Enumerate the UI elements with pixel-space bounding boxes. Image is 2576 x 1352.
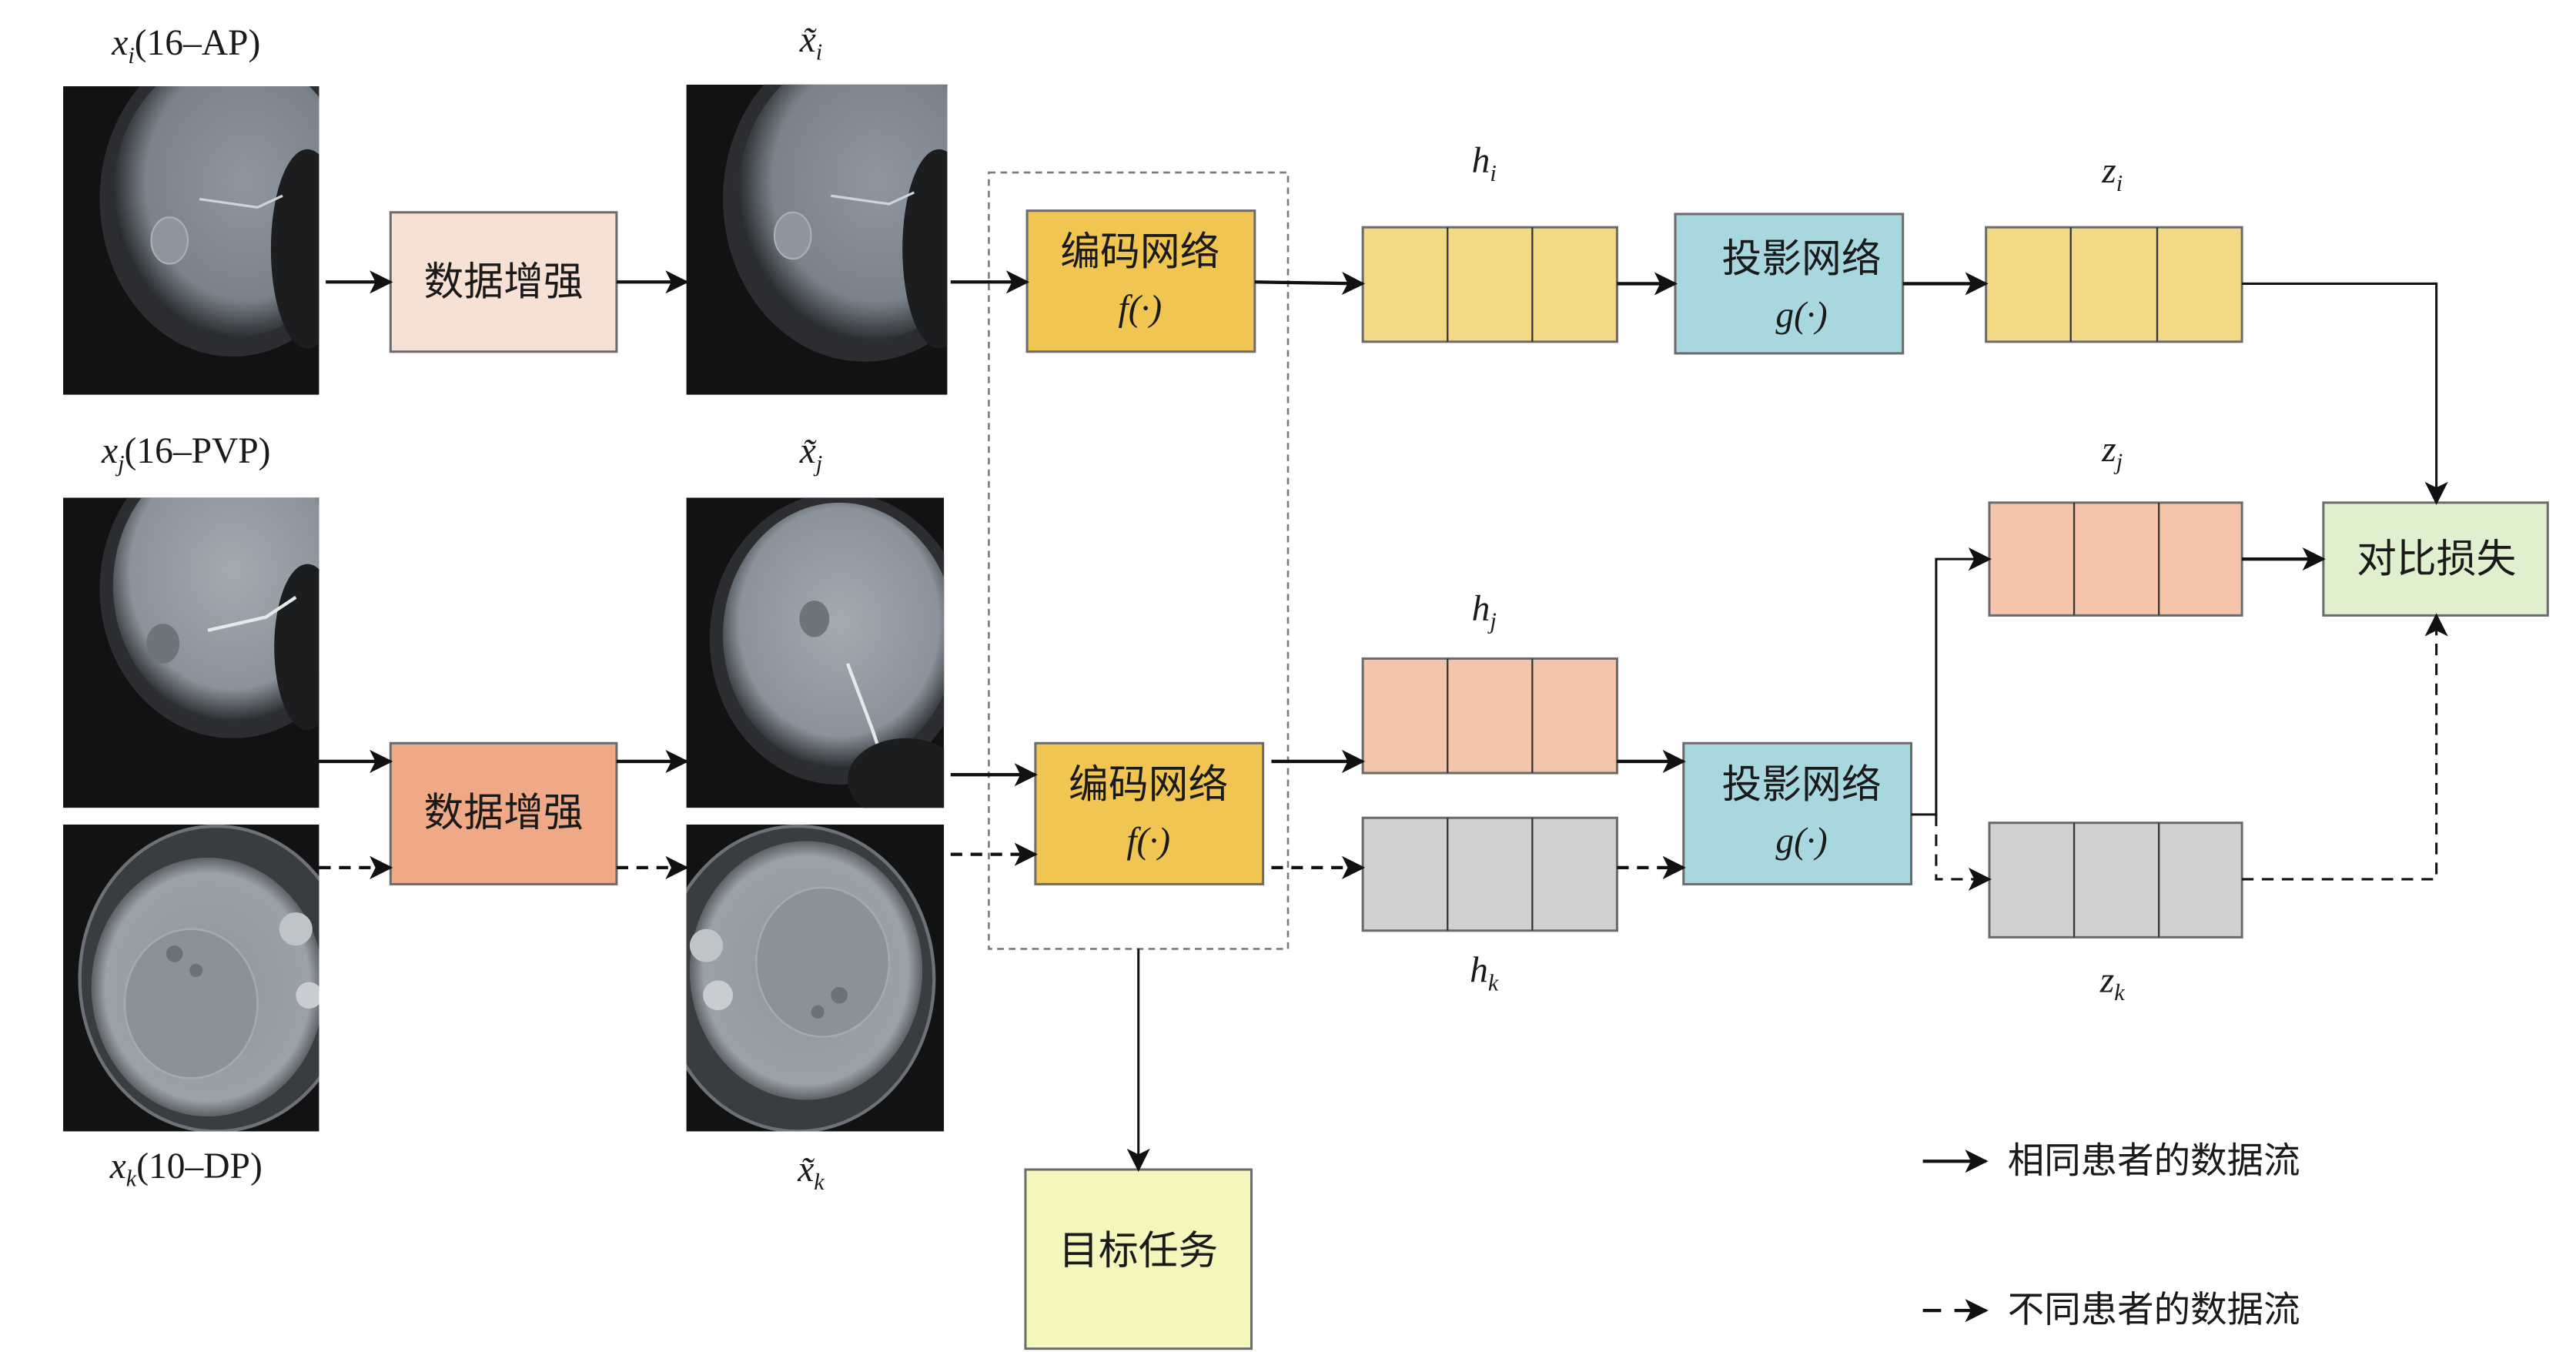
input-label-xj: xj(16–PVP) xyxy=(101,431,270,477)
encoder-title: 编码网络 xyxy=(1069,761,1228,808)
vector-body xyxy=(1361,657,1618,775)
augment-box xyxy=(389,211,618,353)
input-label-xk: xk(10–DP) xyxy=(109,1146,263,1192)
vector-label-hi: hi xyxy=(1472,141,1497,186)
mri-image-xi xyxy=(63,86,319,395)
target-label: 目标任务 xyxy=(1059,1228,1218,1274)
mri-image-xj-augmented xyxy=(686,497,945,808)
vector-hj xyxy=(1361,657,1618,775)
loss-box xyxy=(2322,501,2549,617)
augment-label: 数据增强 xyxy=(423,790,583,836)
projection-title: 投影网络 xyxy=(1721,236,1881,282)
augment-label: 数据增强 xyxy=(423,259,583,306)
flow-arrows-different-patient xyxy=(319,613,2448,892)
flow-arrows-same-patient xyxy=(319,270,2448,1173)
projection-box xyxy=(1674,213,1905,355)
vector-zj xyxy=(1988,501,2243,617)
target-task-block: 目标任务 xyxy=(1024,1168,1253,1350)
augment-block-bottom: 数据增强 xyxy=(389,741,618,885)
projection-block-bottom: 投影网络 g(·) xyxy=(1682,741,1913,885)
input-label-xi: xi(16–AP) xyxy=(111,23,260,69)
dashed-arrow-right-icon xyxy=(1935,814,1992,892)
vector-hi xyxy=(1361,226,1618,343)
vector-zk xyxy=(1988,822,2243,939)
projection-func: g(·) xyxy=(1775,295,1827,335)
vector-label-zk: zk xyxy=(2099,960,2126,1006)
legend-label-same: 相同患者的数据流 xyxy=(2008,1139,2300,1182)
mri-image-xj xyxy=(63,497,319,808)
projection-box xyxy=(1682,741,1913,885)
arrow-down-icon xyxy=(2242,282,2448,505)
encoder-title: 编码网络 xyxy=(1060,229,1219,276)
vector-body xyxy=(1361,226,1618,343)
vector-hk xyxy=(1361,816,1618,932)
mri-image-xi-augmented xyxy=(686,84,948,395)
legend-item-same: 相同患者的数据流 xyxy=(1922,1139,2300,1182)
arrow-right-icon xyxy=(1254,271,1366,296)
mri-image-xk-augmented xyxy=(686,824,945,1132)
encoder-box xyxy=(1025,209,1256,353)
legend-label-diff: 不同患者的数据流 xyxy=(2008,1289,2300,1331)
augmented-label-xk: x̃k xyxy=(797,1150,825,1195)
augment-block-top: 数据增强 xyxy=(389,211,618,353)
mri-image-xk xyxy=(63,824,319,1132)
vector-zi xyxy=(1985,226,2243,343)
target-box xyxy=(1024,1168,1253,1350)
contrastive-loss-block: 对比损失 xyxy=(2322,501,2549,617)
vector-label-zj: zj xyxy=(2101,430,2123,475)
projection-func: g(·) xyxy=(1775,822,1827,862)
projection-block-top: 投影网络 g(·) xyxy=(1674,213,1905,355)
projection-title: 投影网络 xyxy=(1721,761,1881,808)
encoder-box xyxy=(1034,741,1265,885)
vector-body xyxy=(1988,822,2243,939)
dashed-arrow-up-icon xyxy=(2242,613,2448,881)
augmented-label-xj: x̃j xyxy=(799,431,822,477)
augmented-label-xi: x̃i xyxy=(799,20,822,65)
augment-box xyxy=(389,741,618,885)
legend: 相同患者的数据流 不同患者的数据流 xyxy=(1922,1139,2300,1331)
arrow-right-icon xyxy=(1911,547,1992,816)
vector-body xyxy=(1985,226,2243,343)
encoder-func: f(·) xyxy=(1119,289,1163,329)
vector-body xyxy=(1361,816,1618,932)
encoder-block-top: 编码网络 f(·) xyxy=(1025,209,1256,353)
vector-label-zi: zi xyxy=(2101,151,2123,196)
vector-body xyxy=(1988,501,2243,617)
encoder-block-bottom: 编码网络 f(·) xyxy=(1034,741,1265,885)
vector-label-hj: hj xyxy=(1472,589,1497,634)
vector-label-hk: hk xyxy=(1470,951,1499,996)
legend-item-diff: 不同患者的数据流 xyxy=(1922,1289,2300,1331)
encoder-func: f(·) xyxy=(1126,822,1170,862)
loss-label: 对比损失 xyxy=(2357,536,2516,582)
